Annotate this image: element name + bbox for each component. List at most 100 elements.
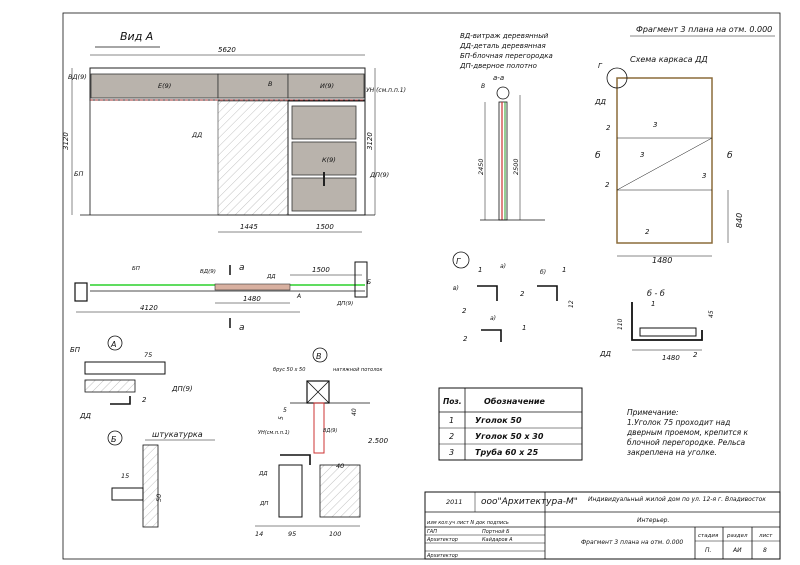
title-project: Индивидуальный жилой дом по ул. 12-я г. … [588,496,766,503]
dd-panel [217,100,289,216]
plan-label-b: Б [367,279,371,286]
glass-panel-v [217,73,289,99]
view-a: Вид А 5620 3120 ВД(9) Е(9) В И(9) УН (см… [62,30,406,233]
plan-cut-top: а [239,263,245,273]
detail-b-plaster [142,444,159,528]
title-part: АИ [732,547,742,554]
door-glass-top [291,105,357,140]
section-bb: б - б 1 2 ДД 1480 110 45 [599,289,715,362]
title-stage: П. [705,547,712,554]
note-line-4: закреплена на уголке. [627,448,717,457]
detail-g-n2-a: 2 [462,307,467,315]
detail-b-title: Б [111,435,117,444]
detail-v-circle [312,347,328,363]
frame-n3-b: 3 [640,151,644,159]
plan-dd [214,283,291,291]
label-dp9: ДП(9) [369,171,389,179]
detail-a-wall [84,361,166,375]
legend-line-1: ВД-витраж деревянный [460,32,549,40]
section-bb-w: 1480 [662,354,680,362]
detail-g-v: в) [453,285,459,292]
detail-v-dim-100: 100 [329,530,341,538]
detail-b-dim-15: 15 [121,472,129,480]
detail-v-level: 2.500 [368,437,389,445]
section-aa-title: а-а [493,74,504,82]
detail-v: В брус 50 х 50 натяжной потолок 5 5 40 У… [255,347,389,538]
title-year: 2011 [446,498,463,506]
detail-v-dim-5: 5 [278,416,285,420]
detail-a-circle [107,335,123,351]
dim-1480: 1480 [243,295,261,303]
frame-n2-b: 2 [605,181,610,189]
plan-cut-bottom: а [239,323,245,333]
detail-g-n2-b: 2 [520,290,525,298]
title-gap: ГАП [427,529,437,535]
section-aa: а-а В 2450 2500 [477,74,545,221]
detail-v-glass [313,402,325,454]
spec-row-3-pos: 3 [449,448,454,457]
legend-line-3: БП-блочная перегородка [460,52,553,60]
frame-cut-right: б [727,151,733,161]
detail-g-a-1: а) [500,263,506,270]
detail-v-dp: ДП [259,501,268,507]
label-vd9: ВД(9) [68,73,87,81]
spec-table-frame [438,387,583,461]
legend-line-2: ДД-деталь деревянная [459,42,546,50]
spec-row-2-pos: 2 [449,432,454,441]
section-bb-title: б - б [647,289,665,298]
dim-1500: 1500 [316,223,334,231]
section-aa-mark: В [481,83,485,90]
detail-b-circle [107,430,123,446]
plan-label-dp9: ДП(9) [336,301,353,307]
fragment-title: Фрагмент 3 плана на отм. 0.000 [636,25,772,34]
detail-g-title: Г [456,257,461,266]
dim-height-left: 3120 [62,132,70,150]
label-i9: И(9) [320,82,334,90]
spec-head-pos: Поз. [443,397,462,406]
plan: Фрагмент 3 плана на отм. 0.000 БП ВД(9) … [74,25,775,333]
title-block-frame [424,491,781,560]
dim-2450: 2450 [477,158,485,175]
section-bb-angle [631,302,703,341]
detail-g: Г а) б) в) а) 1 1 1 2 2 2 12 [452,251,575,343]
note-line-1: 1.Уголок 75 проходит над [627,418,730,427]
plan-label-vd9: ВД(9) [200,269,216,275]
frame-n3-a: 3 [653,121,657,129]
dim-1500-plan: 1500 [312,266,330,274]
detail-v-dim-40b: 40 [336,462,344,470]
plan-wall-left [74,282,88,302]
door-glass-mid [291,141,357,176]
plan-label-dd: ДД [266,274,276,280]
detail-g-b: б) [540,269,546,276]
detail-g-circle [452,251,470,269]
title-block: 2011 ооо"Архитектура-М" Индивидуальный ж… [424,491,781,560]
label-e9: Е(9) [158,82,171,90]
note-line-2: дверным проемом, крепится к [626,428,748,437]
plan-label-a: А [296,293,301,300]
sheet-frame [62,12,781,560]
frame-n2-a: 2 [606,124,611,132]
detail-g-n1-c: 1 [522,324,526,332]
detail-a-dp9: ДП(9) [171,385,193,393]
detail-v-ceiling: натяжной потолок [333,367,383,373]
frame-scheme: Схема каркаса ДД Г ДД 2 3 3 3 2 2 б б 14… [594,55,744,265]
section-aa-mark-circle [496,86,510,100]
detail-v-dim-14: 14 [255,530,263,538]
glass-panel-e [90,73,219,99]
title-gap-name: Портной Б [482,529,510,535]
plan-label-bp: БП [132,266,140,272]
spec-row-1-pos: 1 [449,416,454,425]
detail-g-n1-b: 1 [562,266,566,274]
label-un: УН (см.п.п.1) [366,87,406,94]
spec-row-3-name: Труба 60 х 25 [475,447,539,457]
detail-g-dim-12: 12 [568,300,575,308]
section-bb-h45: 45 [708,310,715,318]
title-sheet-name: Фрагмент 3 плана на отм. 0.000 [581,539,683,546]
title-cols: изм кол.уч лист N док подпись [427,520,509,526]
dim-2500: 2500 [512,158,520,175]
detail-v-dim-95: 95 [288,530,296,538]
section-bb-dd: ДД [599,350,611,358]
detail-v-door [278,464,303,518]
section-bb-n1: 1 [651,300,655,308]
label-v: В [268,80,273,88]
